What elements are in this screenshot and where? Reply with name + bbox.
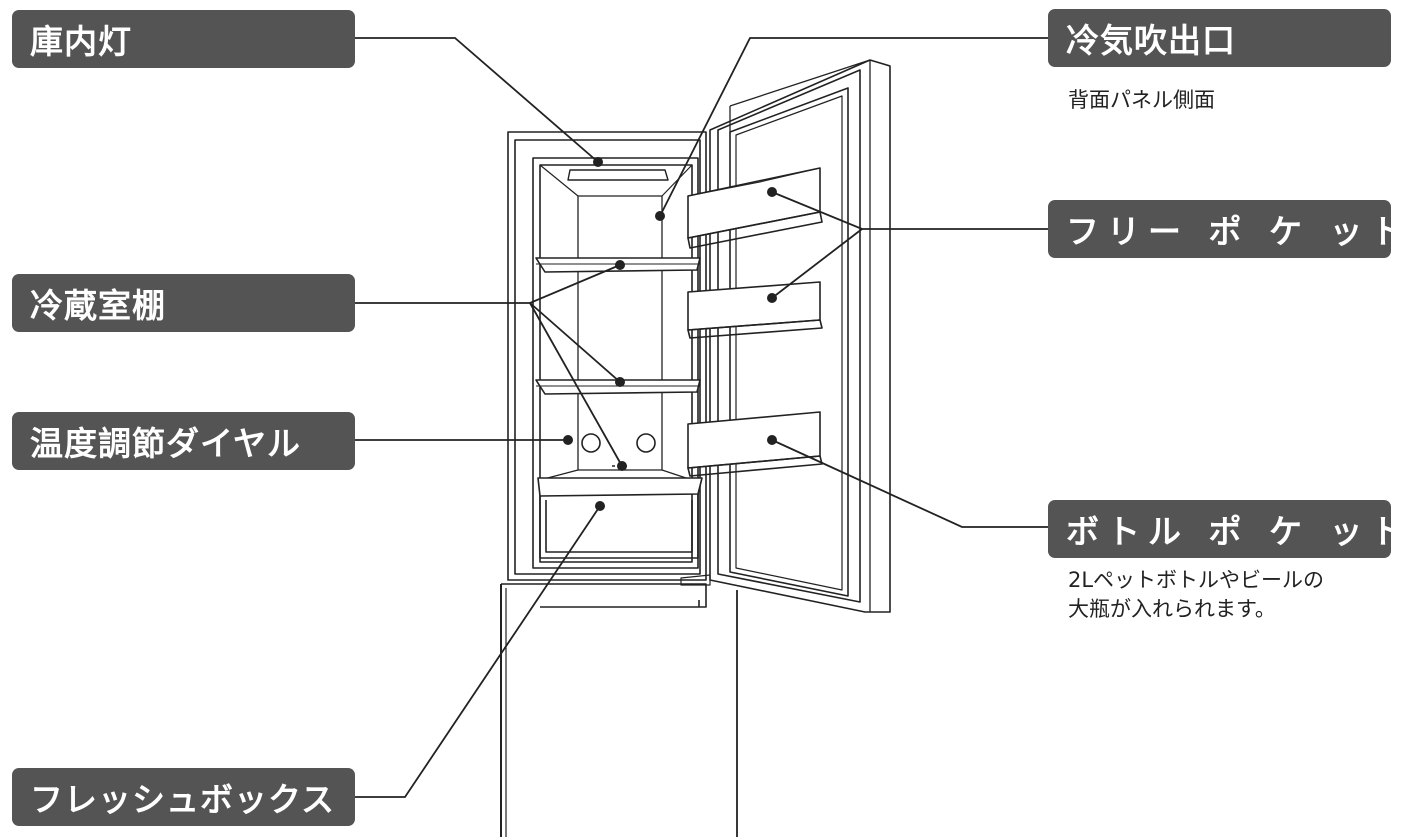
- note-cold-air-outlet: 背面パネル側面: [1068, 88, 1215, 112]
- leader-lines: [355, 37, 1048, 798]
- label-cold-air-outlet: 冷気吹出口: [1048, 9, 1391, 67]
- note-bottle-pocket-line1: 2Lペットボトルやビールの: [1068, 568, 1325, 592]
- label-free-pocket: フリー ポ ケ ット: [1048, 200, 1401, 258]
- target-dots: [563, 157, 777, 511]
- label-bottle-pocket: ボトル ポ ケ ット: [1048, 500, 1401, 558]
- label-temperature-dial: 温度調節ダイヤル: [12, 412, 355, 470]
- fridge-door: [680, 59, 891, 613]
- label-interior-light: 庫内灯: [12, 10, 355, 68]
- label-fresh-box: フレッシュボックス: [12, 768, 355, 826]
- fresh-box-drawer: [537, 477, 703, 559]
- label-fridge-shelf: 冷蔵室棚: [12, 274, 355, 332]
- note-bottle-pocket-line2: 大瓶が入れられます。: [1068, 597, 1276, 621]
- fridge-cabinet: [500, 131, 707, 837]
